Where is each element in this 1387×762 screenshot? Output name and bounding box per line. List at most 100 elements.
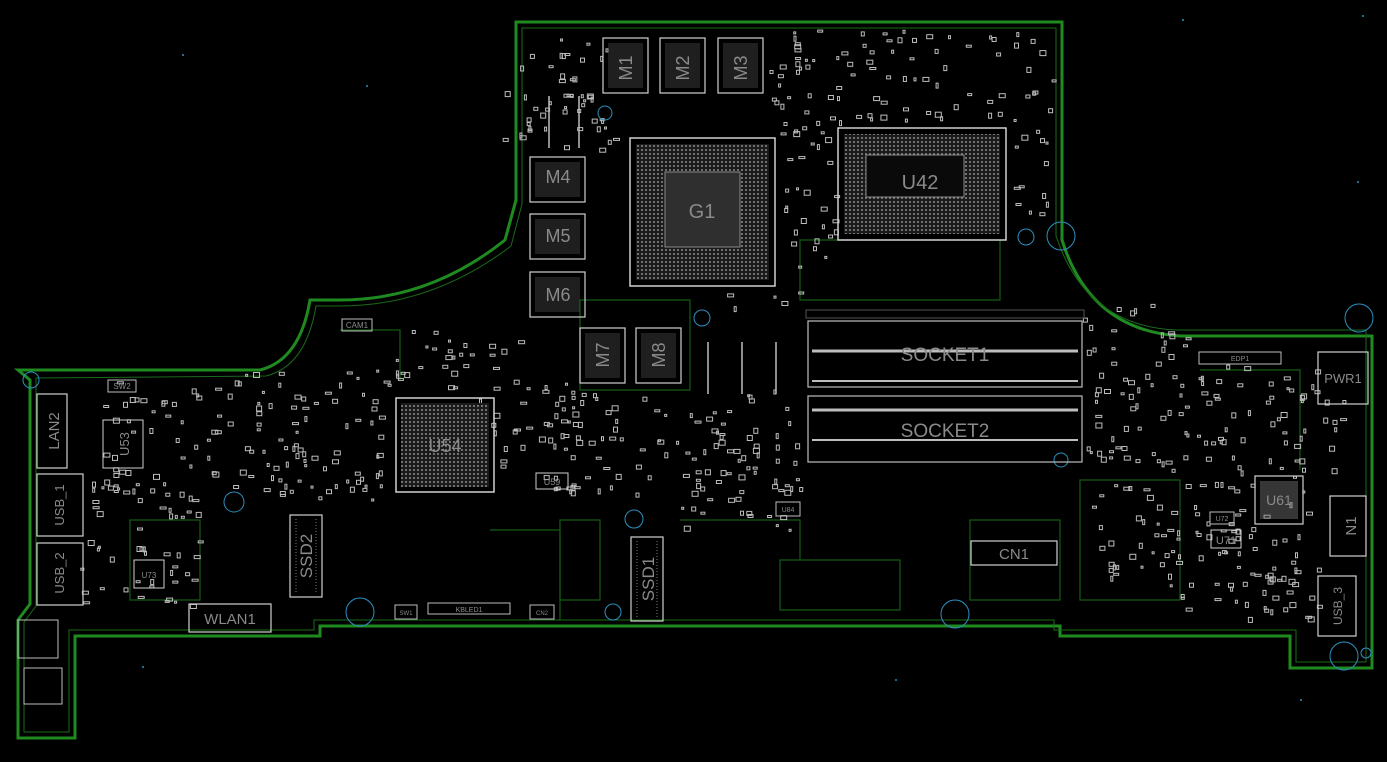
label-pwr1: PWR1	[1324, 371, 1362, 386]
smd-pad	[830, 116, 836, 121]
smd-pad	[291, 405, 298, 410]
smd-pad	[513, 379, 520, 385]
smd-pad	[586, 42, 591, 46]
smd-pad	[92, 500, 100, 504]
smd-pad	[1177, 530, 1181, 537]
smd-pad	[576, 439, 584, 446]
smd-pad	[562, 109, 568, 115]
smd-pad	[997, 111, 1003, 117]
smd-pad	[125, 470, 132, 476]
chip-u54: U54	[395, 397, 495, 493]
smd-pad	[664, 452, 669, 459]
smd-pad	[869, 67, 877, 70]
smd-pad	[696, 483, 702, 490]
smd-pad	[171, 401, 177, 407]
smd-pad	[1042, 193, 1047, 199]
smd-pad	[803, 189, 811, 196]
smd-pad	[1110, 575, 1114, 582]
smd-pad	[116, 381, 124, 385]
socket-1: SOCKET1	[807, 320, 1083, 388]
smd-pad	[794, 48, 802, 53]
smd-pad	[542, 389, 550, 394]
smd-pad	[812, 59, 816, 63]
smd-pad	[581, 392, 587, 397]
smd-pad	[599, 147, 607, 153]
smd-pad	[1165, 460, 1173, 465]
smd-pad	[795, 443, 801, 450]
smd-pad	[273, 465, 280, 471]
smd-pad	[1218, 551, 1222, 556]
smd-pad	[395, 370, 399, 377]
smd-pad	[278, 371, 285, 376]
label-kbled1: KBLED1	[456, 607, 483, 614]
label-u59: U59	[544, 477, 561, 487]
smd-pad	[1150, 383, 1154, 388]
smd-pad	[131, 430, 137, 434]
smd-pad	[1028, 210, 1032, 215]
smd-pad	[1231, 412, 1237, 419]
smd-pad	[295, 453, 300, 460]
smd-pad	[1183, 455, 1189, 461]
smd-pad	[1178, 554, 1181, 560]
smd-pad	[726, 472, 732, 476]
smd-pad	[1036, 129, 1041, 134]
smd-pad	[1043, 161, 1049, 167]
smd-pad	[785, 188, 790, 193]
smd-pad	[113, 490, 119, 493]
smd-pad	[1236, 565, 1241, 569]
smd-pad	[777, 74, 784, 79]
smd-pad	[817, 29, 824, 33]
smd-pad	[292, 422, 299, 426]
smd-pad	[1185, 607, 1193, 612]
smd-pad	[681, 506, 685, 510]
smd-pad	[1250, 572, 1256, 576]
smd-pad	[1138, 542, 1143, 549]
smd-pad	[279, 493, 286, 497]
smd-pad	[741, 455, 747, 462]
smd-pad	[1200, 375, 1204, 381]
smd-pad	[123, 587, 129, 593]
smd-pad	[514, 428, 521, 432]
smd-pad	[1324, 399, 1330, 406]
smd-pad	[1111, 436, 1115, 443]
smd-pad	[814, 238, 820, 245]
smd-pad	[469, 353, 475, 357]
smd-pad	[1112, 564, 1116, 571]
smd-pad	[500, 459, 508, 464]
smd-pad	[707, 498, 714, 502]
smd-pad	[448, 339, 451, 343]
chip-u73: U73	[133, 559, 165, 589]
cn-2: CN2	[529, 604, 555, 620]
smd-pad	[1137, 426, 1142, 431]
smd-pad	[1213, 393, 1220, 398]
smd-pad	[700, 486, 706, 492]
smd-pad	[1128, 486, 1133, 491]
smd-pad	[527, 128, 533, 133]
label-socket2: SOCKET2	[901, 421, 990, 442]
smd-pad	[278, 382, 282, 388]
smd-pad	[192, 499, 200, 503]
smd-pad	[1244, 601, 1249, 608]
smd-pad	[256, 411, 263, 417]
smd-pad	[397, 377, 404, 381]
smd-pad	[821, 224, 825, 230]
smd-pad	[988, 112, 993, 119]
smd-pad	[572, 422, 579, 427]
label-m2: M2	[673, 55, 693, 80]
smd-pad	[926, 34, 934, 40]
smd-pad	[654, 409, 661, 413]
label-cn1: CN1	[999, 546, 1029, 563]
smd-pad	[526, 117, 532, 123]
smd-pad	[113, 473, 120, 478]
smd-pad	[1014, 145, 1019, 149]
smd-pad	[1021, 134, 1029, 141]
smd-pad	[1168, 573, 1172, 580]
label-m3: M3	[731, 55, 751, 80]
smd-pad	[1015, 203, 1022, 206]
smd-pad	[1026, 66, 1032, 73]
smd-pad	[500, 464, 507, 469]
smd-pad	[1176, 537, 1181, 541]
smd-pad	[165, 492, 171, 497]
smd-pad	[1334, 427, 1338, 433]
smd-pad	[1263, 514, 1271, 519]
